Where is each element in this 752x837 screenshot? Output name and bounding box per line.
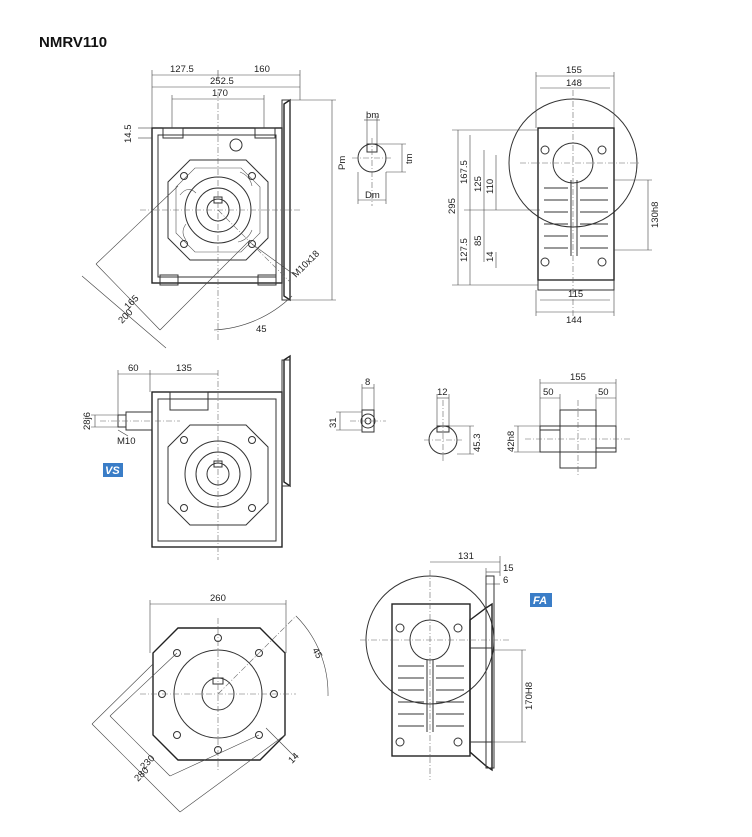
shaft-key-detail xyxy=(352,116,406,206)
hollow-shaft-detail xyxy=(424,394,474,462)
dim-14-flange: 14 xyxy=(286,751,301,766)
dim-14-5: 14.5 xyxy=(123,125,134,144)
dim-45-flange: 45 xyxy=(309,646,324,661)
dim-6: 6 xyxy=(503,575,508,586)
dim-pm: Pm xyxy=(337,156,348,170)
dim-14-side: 14 xyxy=(485,251,496,262)
dim-127-5: 127.5 xyxy=(170,64,194,75)
dim-127-5-side: 127.5 xyxy=(459,238,470,262)
dim-170h8: 170H8 xyxy=(524,682,535,710)
drawing-title: NMRV110 xyxy=(39,34,108,51)
fa-badge: FA xyxy=(533,595,547,607)
flange-view xyxy=(91,600,329,813)
dim-42h8: 42h8 xyxy=(506,431,517,452)
dim-252-5: 252.5 xyxy=(210,76,234,87)
fa-badge-bg xyxy=(530,593,552,607)
dim-200: 200 xyxy=(116,307,135,326)
dim-295: 295 xyxy=(447,198,458,214)
side-view xyxy=(452,72,652,320)
dim-148: 148 xyxy=(566,78,582,89)
dim-dm: Dm xyxy=(365,190,380,201)
dim-31: 31 xyxy=(328,417,339,428)
dim-260: 260 xyxy=(210,593,226,604)
dim-135: 135 xyxy=(176,363,192,374)
dim-130h8: 130h8 xyxy=(650,202,661,228)
dim-8: 8 xyxy=(365,377,370,388)
dim-155-output: 155 xyxy=(570,372,586,383)
dim-bm: bm xyxy=(366,110,379,121)
dim-167-5: 167.5 xyxy=(459,160,470,184)
dim-131: 131 xyxy=(458,551,474,562)
dim-155: 155 xyxy=(566,65,582,76)
vs-badge: VS xyxy=(105,465,120,477)
dim-170: 170 xyxy=(212,88,228,99)
front-view xyxy=(81,70,336,349)
dim-60: 60 xyxy=(128,363,139,374)
dim-110: 110 xyxy=(485,179,496,194)
dim-12: 12 xyxy=(437,387,448,398)
dim-m10x18: M10x18 xyxy=(290,248,322,280)
dim-45-3: 45.3 xyxy=(472,434,483,453)
dim-125: 125 xyxy=(473,176,484,192)
fa-view xyxy=(360,556,526,780)
dim-144: 144 xyxy=(566,315,582,326)
dim-50-left: 50 xyxy=(543,387,554,398)
vs-view xyxy=(91,354,291,560)
output-shaft-detail xyxy=(514,379,632,476)
vs-badge-bg xyxy=(103,463,123,477)
vs-key-detail xyxy=(336,384,386,433)
dim-tm: tm xyxy=(404,153,415,164)
dim-m10: M10 xyxy=(117,436,135,447)
dim-160: 160 xyxy=(254,64,270,75)
dim-115: 115 xyxy=(568,289,583,300)
dim-45-deg: 45 xyxy=(256,324,267,335)
dim-15: 15 xyxy=(503,563,514,574)
dim-50-right: 50 xyxy=(598,387,609,398)
dim-85: 85 xyxy=(473,235,484,246)
dim-28j6: 28j6 xyxy=(82,412,93,430)
